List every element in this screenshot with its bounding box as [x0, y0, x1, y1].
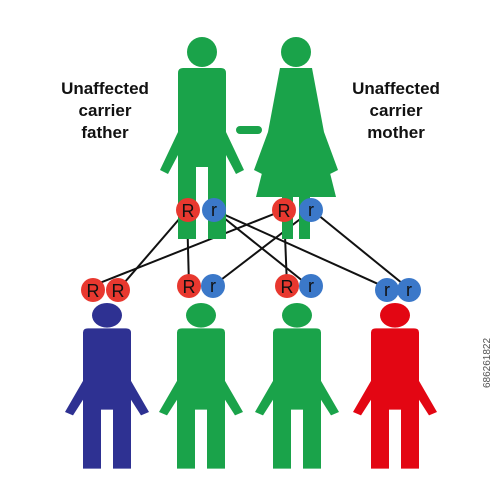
child-2-allele-2-circle: [201, 274, 225, 298]
father-label-line-3: father: [81, 123, 129, 142]
inheritance-lines: [91, 209, 409, 291]
father-label-line-2: carrier: [78, 101, 132, 120]
child-2-allele-2-text: r: [210, 276, 216, 296]
father-label-line-1: Unaffected: [61, 79, 149, 98]
child-4-allele-2-text: r: [406, 280, 412, 300]
child-4-allele-1-text: r: [384, 280, 390, 300]
mother-label: Unaffected carrier mother: [336, 78, 456, 144]
child-1-alleles: R R: [81, 278, 130, 302]
line-mother-r-to-child4: [311, 209, 409, 289]
child-1-allele-2-text: R: [112, 281, 125, 301]
line-father-R-to-child1: [117, 209, 188, 291]
line-mother-r-to-child2: [212, 209, 313, 287]
mother-label-line-3: mother: [367, 123, 425, 142]
mother-figure: [254, 37, 338, 239]
child-4-figure: [353, 303, 437, 469]
child-2-allele-1-text: R: [183, 277, 196, 297]
child-4-alleles: r r: [375, 278, 421, 302]
child-3-allele-1-circle: [275, 274, 299, 298]
child-3-allele-2-circle: [299, 274, 323, 298]
child-3-figure: [255, 303, 339, 469]
father-label: Unaffected carrier father: [45, 78, 165, 144]
mother-label-line-2: carrier: [369, 101, 423, 120]
stock-id-watermark: 686261822: [482, 337, 493, 388]
child-1-figure: [65, 303, 149, 469]
line-mother-R-to-child1: [91, 209, 285, 287]
child-3-allele-1-text: R: [281, 277, 294, 297]
child-1-allele-2-circle: [106, 278, 130, 302]
father-allele-2-circle: [202, 198, 226, 222]
mother-allele-2-text: r: [308, 200, 314, 220]
child-2-alleles: R r: [177, 274, 225, 298]
father-allele-1-circle: [176, 198, 200, 222]
father-allele-1-text: R: [182, 201, 195, 221]
mother-label-line-1: Unaffected: [352, 79, 440, 98]
mother-allele-2-circle: [299, 198, 323, 222]
child-1-allele-1-text: R: [87, 281, 100, 301]
mother-alleles: R r: [272, 198, 323, 222]
child-2-allele-1-circle: [177, 274, 201, 298]
child-4-allele-2-circle: [397, 278, 421, 302]
child-3-alleles: R r: [275, 274, 323, 298]
child-2-figure: [159, 303, 243, 469]
child-4-allele-1-circle: [375, 278, 399, 302]
father-allele-2-text: r: [211, 200, 217, 220]
father-figure: [160, 37, 244, 239]
child-1-allele-1-circle: [81, 278, 105, 302]
mother-allele-1-text: R: [278, 201, 291, 221]
mother-allele-1-circle: [272, 198, 296, 222]
line-father-r-to-child4: [213, 209, 388, 289]
child-3-allele-2-text: r: [308, 276, 314, 296]
father-alleles: R r: [176, 198, 226, 222]
